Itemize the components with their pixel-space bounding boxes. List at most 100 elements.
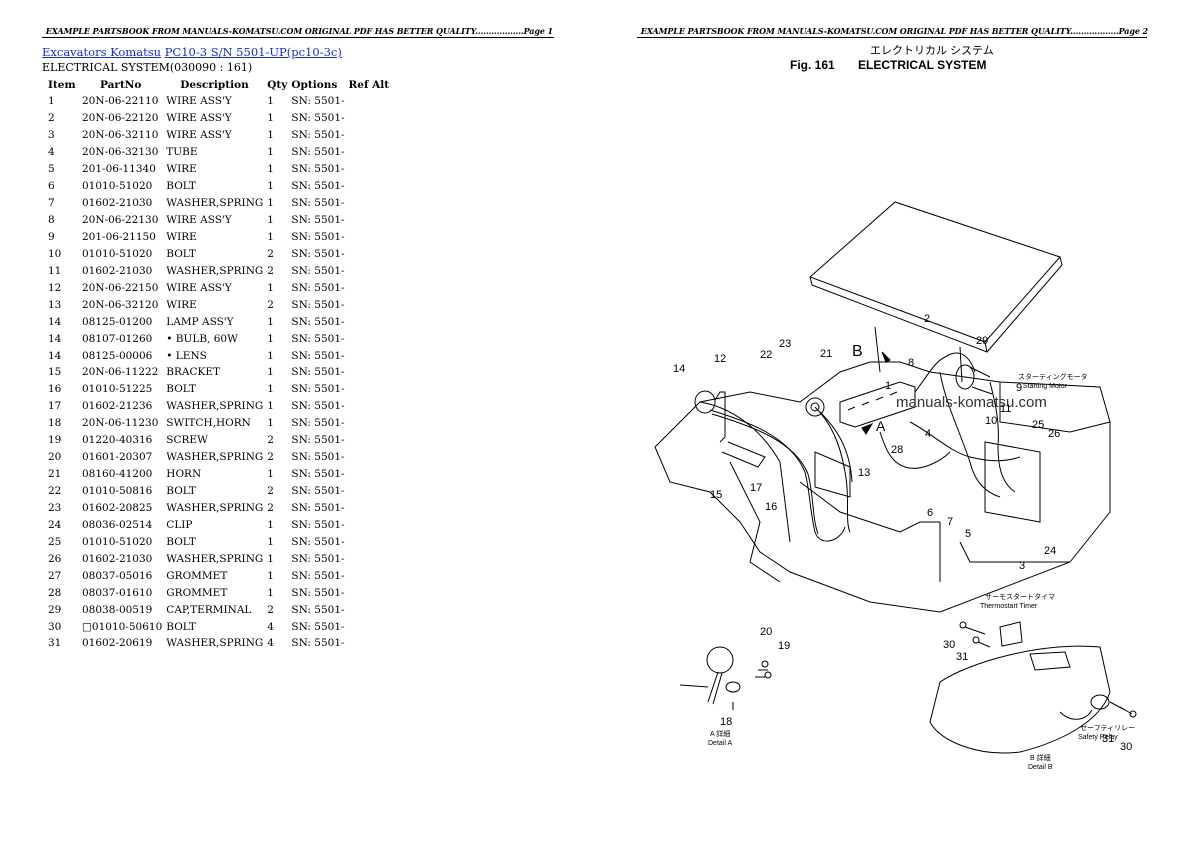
starting-motor: [955, 364, 975, 390]
cell-item: 27: [48, 569, 62, 582]
breadcrumb-link-category[interactable]: Excavators Komatsu: [42, 45, 162, 59]
cell-options: SN: 5501-: [291, 383, 345, 396]
cell-partno: 20N-06-22150: [82, 281, 159, 294]
cell-options: SN: 5501-: [291, 281, 345, 294]
cell-partno: 01010-51020: [82, 180, 153, 193]
cell-options: SN: 5501-: [291, 112, 345, 125]
table-header-row: Item PartNo Description Qty Options Ref …: [42, 76, 393, 93]
cell-options: SN: 5501-: [291, 620, 345, 633]
cell-item: 11: [48, 264, 62, 277]
cell-description: BOLT: [166, 383, 196, 396]
cell-description: WASHER,SPRING: [166, 197, 264, 210]
cell-item: 26: [48, 552, 62, 565]
cell-description: BOLT: [166, 535, 196, 548]
cell-partno: 08036-02514: [82, 518, 153, 531]
cell-refalt: [349, 483, 394, 500]
cell-partno: 201-06-21150: [82, 230, 156, 243]
cell-item: 14: [48, 332, 62, 345]
cell-partno: 01010-51020: [82, 247, 153, 260]
cell-refalt: [349, 500, 394, 517]
cell-description: BOLT: [166, 247, 196, 260]
cell-refalt: [349, 245, 394, 262]
cell-refalt: [349, 144, 394, 161]
cell-description: WASHER,SPRING: [166, 501, 264, 514]
safety-relay: [1090, 694, 1110, 710]
cell-description: WASHER,SPRING: [166, 637, 264, 650]
cell-refalt: [349, 110, 394, 127]
cell-partno: 20N-06-32120: [82, 298, 159, 311]
cell-refalt: [349, 466, 394, 483]
cell-qty: 1: [267, 129, 274, 142]
col-header-qty: Qty: [267, 78, 288, 91]
arrow-b: [881, 351, 891, 363]
cell-partno: 20N-06-11230: [82, 417, 159, 430]
callout-5: 5: [965, 528, 971, 540]
callout-7: 7: [947, 516, 953, 528]
canopy-top: [809, 201, 1061, 343]
cell-refalt: [349, 635, 394, 652]
callout-17: 17: [750, 482, 762, 494]
cell-item: 18: [48, 417, 62, 430]
page-header: EXAMPLE PARTSBOOK FROM MANUALS-KOMATSU.C…: [45, 26, 553, 36]
cell-options: SN: 5501-: [291, 535, 345, 548]
cell-options: SN: 5501-: [291, 485, 345, 498]
cell-partno: 01602-20619: [82, 637, 153, 650]
cell-partno: 01220-40316: [82, 434, 153, 447]
cell-description: TUBE: [166, 146, 198, 159]
cell-description: WIRE ASS'Y: [166, 129, 232, 142]
cell-options: SN: 5501-: [291, 315, 345, 328]
cell-refalt: [349, 550, 394, 567]
cell-partno: 01010-51020: [82, 535, 153, 548]
cell-options: SN: 5501-: [291, 197, 345, 210]
callout-6: 6: [927, 507, 933, 519]
callout-26: 26: [1048, 428, 1060, 440]
cell-item: 17: [48, 400, 62, 413]
breadcrumb-link-model[interactable]: PC10-3 S/N 5501-UP(pc10-3c): [164, 45, 342, 59]
cell-partno: 201-06-11340: [82, 163, 156, 176]
cell-qty: 1: [267, 552, 274, 565]
label-thermostart-jp: サーモスタートタイマ: [985, 592, 1055, 601]
cell-description: CAP,TERMINAL: [166, 603, 252, 616]
cell-partno: 01602-21030: [82, 264, 153, 277]
callout-30-left: 30: [943, 639, 955, 651]
cell-qty: 1: [267, 535, 274, 548]
cell-refalt: [349, 161, 394, 178]
work-lamp: [694, 390, 716, 414]
cell-qty: 1: [267, 197, 274, 210]
callout-1: 1: [885, 380, 891, 392]
col-header-description: Description: [180, 78, 249, 91]
cell-description: WASHER,SPRING: [166, 451, 264, 464]
callout-16: 16: [765, 501, 777, 513]
callout-30-right: 30: [1120, 741, 1132, 753]
col-header-options: Options: [291, 78, 338, 91]
callout-b: B: [852, 343, 863, 360]
cell-refalt: [349, 93, 394, 110]
cell-qty: 1: [267, 468, 274, 481]
cell-description: WIRE ASS'Y: [166, 95, 232, 108]
cell-item: 20: [48, 451, 62, 464]
cell-refalt: [349, 516, 394, 533]
label-detail-a-jp: A 詳細: [710, 729, 730, 738]
cell-options: SN: 5501-: [291, 163, 345, 176]
cell-description: • LENS: [166, 349, 207, 362]
wire-harness-2: [814, 406, 851, 533]
cell-item: 6: [48, 180, 55, 193]
cell-item: 31: [48, 637, 62, 650]
cell-description: CLIP: [166, 518, 193, 531]
thermostart-timer: [999, 621, 1023, 647]
cell-qty: 1: [267, 569, 274, 582]
cell-partno: 01602-21030: [82, 552, 153, 565]
cell-options: SN: 5501-: [291, 95, 345, 108]
cell-partno: □01010-50610: [82, 620, 163, 633]
callout-4: 4: [925, 428, 931, 440]
